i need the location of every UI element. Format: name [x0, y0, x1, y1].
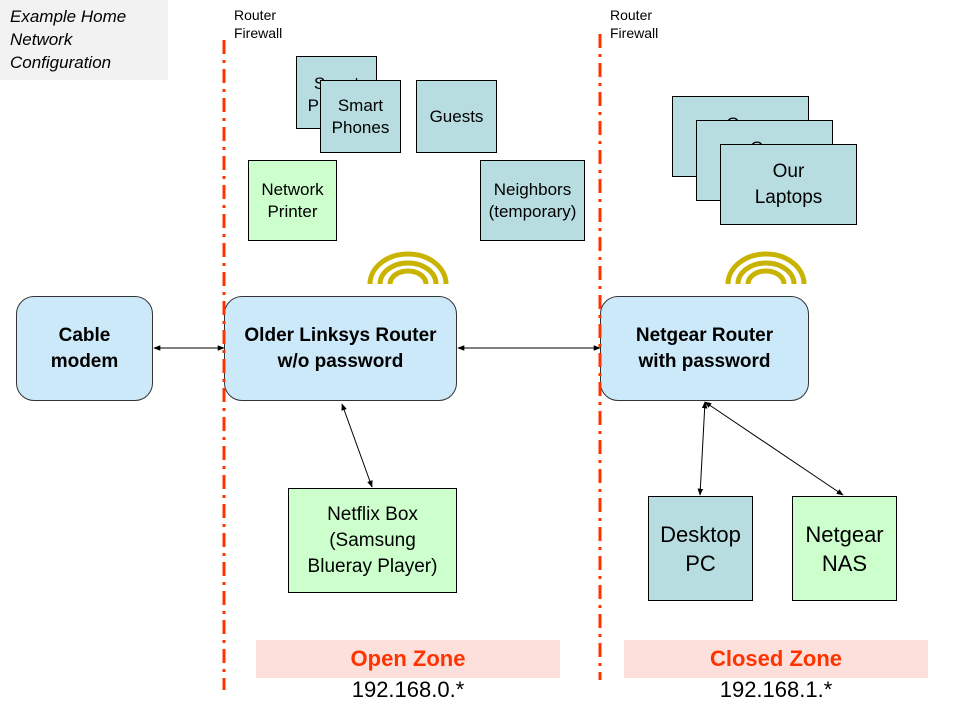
left-firewall-label-line-1: Router: [234, 7, 277, 23]
netflix-box-line-3: Blueray Player): [307, 555, 438, 577]
netgear-wifi-icon: [725, 251, 807, 285]
left-firewall-label: Router Firewall: [234, 6, 282, 42]
diagram-title: Example Home Network Configuration: [0, 0, 168, 80]
neighbors-line-2: (temporary): [488, 201, 577, 221]
open-zone-label: Open Zone: [256, 640, 560, 678]
title-line-3: Configuration: [10, 53, 112, 72]
desktop-pc-line-1: Desktop: [660, 521, 741, 547]
netgear-nas-box: Netgear NAS: [792, 496, 897, 601]
closed-zone-label: Closed Zone: [624, 640, 928, 678]
netgear-desktop-link: [697, 401, 708, 496]
linksys-router-line-1: Older Linksys Router: [244, 324, 437, 346]
right-firewall-label-line-2: Firewall: [610, 25, 659, 41]
our-laptops-box: Our Laptops: [720, 144, 857, 225]
linksys-wifi-icon: [367, 251, 449, 285]
our-laptops-line-2: Laptops: [754, 186, 823, 208]
guests-box: Guests: [416, 80, 497, 153]
netflix-box: Netflix Box (Samsung Blueray Player): [288, 488, 457, 593]
netgear-nas-link: [704, 401, 844, 496]
netgear-nas-line-1: Netgear: [805, 521, 884, 547]
neighbors-box: Neighbors (temporary): [480, 160, 585, 241]
network-printer-line-2: Printer: [267, 201, 318, 221]
desktop-pc-box: Desktop PC: [648, 496, 753, 601]
linksys-netflix-link: [341, 403, 373, 488]
desktop-pc-line-2: PC: [685, 550, 716, 576]
netgear-router: Netgear Router with password: [600, 296, 809, 401]
netflix-box-line-2: (Samsung: [329, 529, 416, 551]
linksys-router-line-2: w/o password: [277, 350, 404, 372]
cable-modem: Cable modem: [16, 296, 153, 401]
guests-label: Guests: [429, 106, 484, 126]
smart-phones-line-2: Phones: [331, 117, 390, 137]
netgear-router-line-2: with password: [638, 350, 771, 372]
linksys-router: Older Linksys Router w/o password: [224, 296, 457, 401]
our-laptops-line-1: Our: [772, 160, 805, 182]
netgear-router-line-1: Netgear Router: [635, 324, 774, 346]
network-printer-line-1: Network: [261, 179, 324, 199]
open-zone-subnet: 192.168.0.*: [351, 677, 465, 702]
netflix-box-line-1: Netflix Box: [327, 503, 418, 525]
right-firewall-label-line-1: Router: [610, 7, 653, 23]
title-line-2: Network: [10, 30, 73, 49]
left-firewall-label-line-2: Firewall: [234, 25, 283, 41]
cable-modem-line-2: modem: [50, 350, 119, 372]
right-firewall-label: Router Firewall: [610, 6, 658, 42]
network-printer-box: Network Printer: [248, 160, 337, 241]
title-line-1: Example Home: [10, 7, 127, 26]
neighbors-line-1: Neighbors: [493, 179, 572, 199]
closed-zone-subnet: 192.168.1.*: [719, 677, 833, 702]
cable-modem-line-1: Cable: [58, 324, 111, 346]
smart-phones-box: Smart Phones: [320, 80, 401, 153]
smart-phones-line-1: Smart: [337, 95, 384, 115]
netgear-nas-line-2: NAS: [821, 550, 868, 576]
